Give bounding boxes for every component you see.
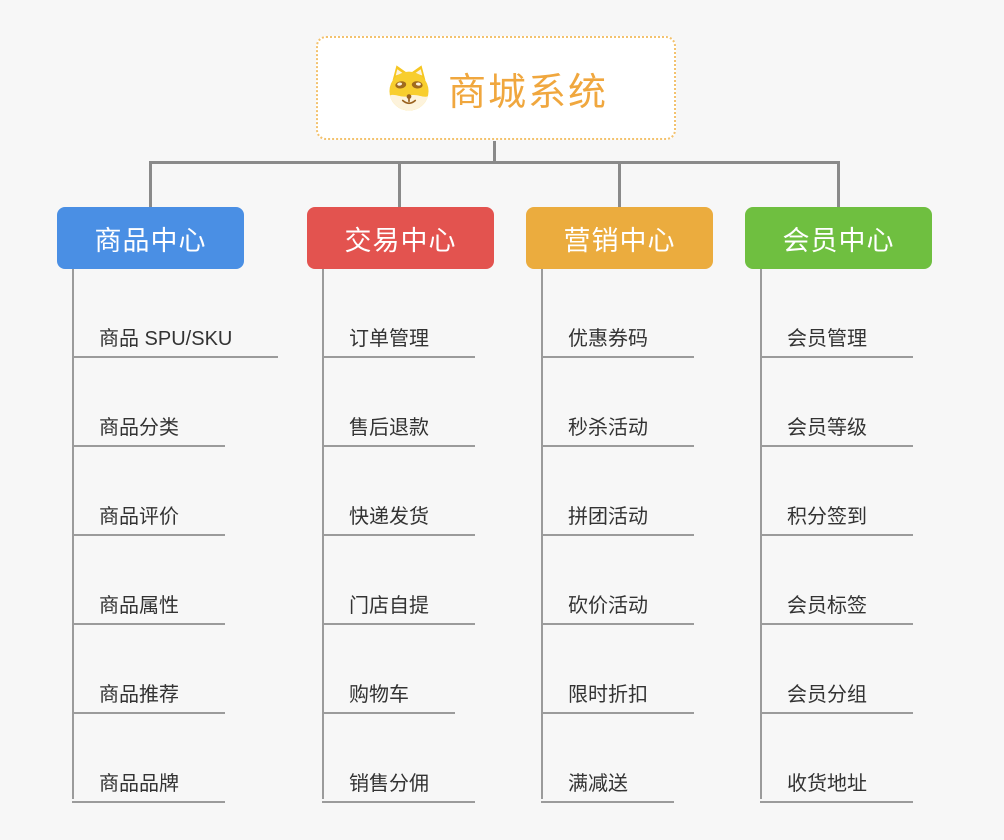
branch-header-trade-center[interactable]: 交易中心 — [307, 207, 494, 269]
branch-trunk-line — [72, 269, 74, 799]
mindmap-item[interactable]: 收货地址 — [760, 714, 913, 803]
mindmap-item[interactable]: 积分签到 — [760, 447, 913, 536]
mindmap-item[interactable]: 优惠券码 — [541, 269, 694, 358]
connector-horizontal-bar — [149, 161, 840, 164]
mindmap-item[interactable]: 限时折扣 — [541, 625, 694, 714]
connector-stub-product — [149, 161, 152, 209]
root-title: 商城系统 — [447, 71, 608, 114]
mindmap-item[interactable]: 砍价活动 — [541, 536, 694, 625]
branch-trunk-line — [760, 269, 762, 799]
mindmap-item[interactable]: 商品属性 — [72, 536, 225, 625]
mindmap-item[interactable]: 满减送 — [541, 714, 674, 803]
mindmap-item[interactable]: 商品推荐 — [72, 625, 225, 714]
mindmap-item[interactable]: 门店自提 — [322, 536, 475, 625]
root-node[interactable]: 商城系统 — [316, 36, 676, 140]
branch-trunk-line — [322, 269, 324, 799]
mindmap-item[interactable]: 售后退款 — [322, 358, 475, 447]
branch-header-product-center[interactable]: 商品中心 — [57, 207, 244, 269]
mindmap-item[interactable]: 会员等级 — [760, 358, 913, 447]
connector-stub-trade — [398, 161, 401, 209]
branch-column-product-center: 商品 SPU/SKU 商品分类 商品评价 商品属性 商品推荐 商品品牌 — [57, 269, 307, 803]
mindmap-item[interactable]: 拼团活动 — [541, 447, 694, 536]
mindmap-item[interactable]: 会员标签 — [760, 536, 913, 625]
branch-column-member-center: 会员管理 会员等级 积分签到 会员标签 会员分组 收货地址 — [745, 269, 995, 803]
mindmap-item[interactable]: 商品分类 — [72, 358, 225, 447]
mindmap-item[interactable]: 秒杀活动 — [541, 358, 694, 447]
doge-icon — [389, 65, 429, 111]
mindmap-item[interactable]: 会员分组 — [760, 625, 913, 714]
mindmap-item[interactable]: 销售分佣 — [322, 714, 475, 803]
mindmap-item[interactable]: 商品品牌 — [72, 714, 225, 803]
branch-column-trade-center: 订单管理 售后退款 快递发货 门店自提 购物车 销售分佣 — [307, 269, 557, 803]
branch-column-marketing-center: 优惠券码 秒杀活动 拼团活动 砍价活动 限时折扣 满减送 — [526, 269, 776, 803]
mindmap-item[interactable]: 商品评价 — [72, 447, 225, 536]
connector-root-stub — [493, 141, 496, 163]
connector-stub-member — [837, 161, 840, 209]
branch-header-member-center[interactable]: 会员中心 — [745, 207, 932, 269]
mindmap-item[interactable]: 购物车 — [322, 625, 455, 714]
branch-header-marketing-center[interactable]: 营销中心 — [526, 207, 713, 269]
mindmap-item[interactable]: 会员管理 — [760, 269, 913, 358]
mindmap-item[interactable]: 快递发货 — [322, 447, 475, 536]
branch-trunk-line — [541, 269, 543, 799]
mindmap-item[interactable]: 商品 SPU/SKU — [72, 269, 279, 358]
mindmap-item[interactable]: 订单管理 — [322, 269, 475, 358]
connector-stub-marketing — [618, 161, 621, 209]
